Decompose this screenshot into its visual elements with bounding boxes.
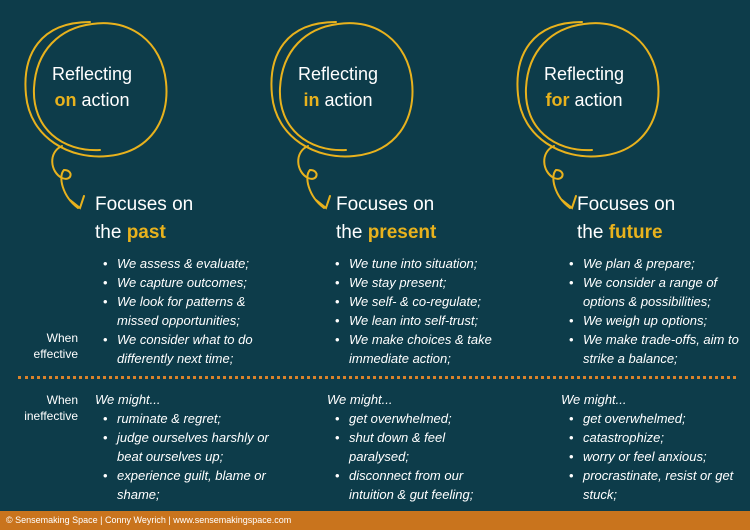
- focus-heading: Focuses on the present: [336, 191, 436, 247]
- list-item: We lean into self-trust;: [335, 311, 515, 330]
- focus-line: the past: [95, 219, 193, 247]
- list-item: disconnect from our intuition & gut feel…: [335, 466, 505, 504]
- list-item: We consider what to do differently next …: [103, 330, 273, 368]
- circle-title: Reflecting for action: [514, 61, 654, 113]
- focus-heading: Focuses on the future: [577, 191, 675, 247]
- title-line: on action: [22, 87, 162, 113]
- title-accent: in: [303, 90, 320, 110]
- footer-text: © Sensemaking Space | Conny Weyrich | ww…: [6, 515, 292, 525]
- ineffective-lead: We might...: [95, 392, 161, 407]
- list-item: catastrophize;: [569, 428, 739, 447]
- title-line: Reflecting: [51, 64, 133, 84]
- label-line: effective: [33, 347, 78, 361]
- focus-line: the present: [336, 219, 436, 247]
- ineffective-list: ruminate & regret; judge ourselves harsh…: [103, 409, 273, 504]
- title-line: for action: [514, 87, 654, 113]
- list-item: get overwhelmed;: [335, 409, 505, 428]
- focus-accent: future: [608, 222, 663, 243]
- label-line: When: [46, 331, 78, 345]
- focus-line: Focuses on: [577, 194, 676, 215]
- focus-line: Focuses on: [95, 194, 194, 215]
- focus-the: the: [577, 222, 604, 243]
- circle-title: Reflecting on action: [22, 61, 162, 113]
- ineffective-lead: We might...: [327, 392, 393, 407]
- list-item: We consider a range of options & possibi…: [569, 273, 744, 311]
- circle-icon: [24, 21, 168, 210]
- focus-accent: present: [367, 222, 437, 243]
- list-item: We capture outcomes;: [103, 273, 273, 292]
- list-item: We tune into situation;: [335, 254, 515, 273]
- ineffective-list: get overwhelmed; catastrophize; worry or…: [569, 409, 739, 504]
- list-item: get overwhelmed;: [569, 409, 739, 428]
- circle-title: Reflecting in action: [268, 61, 408, 113]
- label-line: When: [46, 393, 78, 407]
- focus-heading: Focuses on the past: [95, 191, 193, 247]
- title-line: Reflecting: [297, 64, 379, 84]
- list-item: We assess & evaluate;: [103, 254, 273, 273]
- title-post: action: [574, 90, 623, 110]
- title-line: in action: [268, 87, 408, 113]
- label-line: ineffective: [24, 409, 78, 423]
- title-accent: on: [54, 90, 77, 110]
- list-item: We stay present;: [335, 273, 515, 292]
- focus-the: the: [95, 222, 122, 243]
- ineffective-lead: We might...: [561, 392, 627, 407]
- footer-bar: © Sensemaking Space | Conny Weyrich | ww…: [0, 511, 750, 530]
- effective-list: We tune into situation; We stay present;…: [335, 254, 515, 368]
- list-item: shut down & feel paralysed;: [335, 428, 505, 466]
- focus-accent: past: [126, 222, 166, 243]
- circle-icon: [270, 21, 414, 210]
- title-post: action: [324, 90, 373, 110]
- list-item: We weigh up options;: [569, 311, 744, 330]
- list-item: experience guilt, blame or shame;: [103, 466, 273, 504]
- focus-line: the future: [577, 219, 675, 247]
- when-ineffective-label: When ineffective: [8, 392, 78, 424]
- focus-line: Focuses on: [336, 194, 435, 215]
- title-post: action: [81, 90, 130, 110]
- list-item: We look for patterns & missed opportunit…: [103, 292, 273, 330]
- focus-the: the: [336, 222, 363, 243]
- effective-list: We plan & prepare; We consider a range o…: [569, 254, 744, 368]
- when-effective-label: When effective: [10, 330, 78, 362]
- list-item: We make trade-offs, aim to strike a bala…: [569, 330, 744, 368]
- circle-icon: [516, 21, 660, 210]
- list-item: worry or feel anxious;: [569, 447, 739, 466]
- title-line: Reflecting: [543, 64, 625, 84]
- list-item: ruminate & regret;: [103, 409, 273, 428]
- list-item: We make choices & take immediate action;: [335, 330, 515, 368]
- section-divider: [18, 376, 736, 379]
- list-item: procrastinate, resist or get stuck;: [569, 466, 739, 504]
- ineffective-list: get overwhelmed; shut down & feel paraly…: [335, 409, 505, 504]
- list-item: We self- & co-regulate;: [335, 292, 515, 311]
- title-accent: for: [545, 90, 570, 110]
- effective-list: We assess & evaluate; We capture outcome…: [103, 254, 273, 368]
- list-item: judge ourselves harshly or beat ourselve…: [103, 428, 273, 466]
- list-item: We plan & prepare;: [569, 254, 744, 273]
